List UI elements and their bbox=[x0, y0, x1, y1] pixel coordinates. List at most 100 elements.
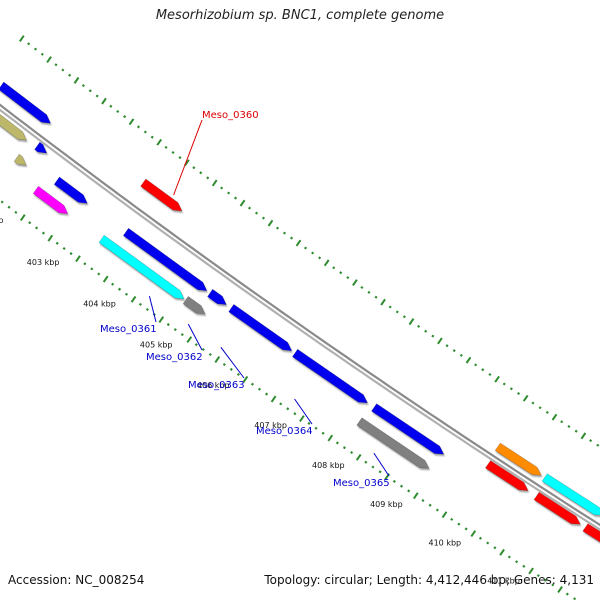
tick-mark bbox=[560, 420, 564, 424]
tick-mark bbox=[95, 94, 99, 98]
tick-mark bbox=[75, 255, 81, 263]
tick-mark bbox=[293, 412, 297, 416]
tick-mark bbox=[367, 290, 371, 294]
gene-arrow bbox=[371, 403, 445, 455]
tick-mark bbox=[417, 324, 421, 328]
tick-mark bbox=[400, 484, 404, 488]
tick-mark bbox=[378, 470, 382, 474]
tick-mark bbox=[275, 226, 280, 230]
tick-mark bbox=[214, 356, 221, 363]
tick-mark bbox=[156, 138, 163, 146]
tick-mark bbox=[164, 145, 168, 149]
tick-mark bbox=[445, 344, 449, 348]
tick-mark bbox=[145, 307, 149, 312]
tick-mark bbox=[515, 560, 519, 564]
tick-mark bbox=[90, 267, 94, 271]
tick-mark bbox=[54, 63, 58, 67]
gene-arrow bbox=[53, 176, 88, 204]
tick-mark bbox=[459, 353, 463, 357]
gene-arrow bbox=[228, 303, 293, 352]
tick-mark bbox=[522, 394, 529, 402]
gene-arrow bbox=[533, 491, 581, 525]
tick-mark bbox=[374, 295, 378, 299]
tick-mark bbox=[499, 548, 505, 556]
tick-mark bbox=[35, 226, 39, 230]
tick-mark bbox=[437, 337, 443, 345]
tick-mark bbox=[192, 166, 196, 170]
tick-mark bbox=[186, 336, 193, 343]
tick-mark bbox=[117, 287, 122, 291]
tick-mark bbox=[239, 199, 246, 207]
tick-mark bbox=[486, 541, 490, 545]
gene-arrow bbox=[13, 153, 27, 166]
tick-mark bbox=[208, 352, 212, 357]
tick-mark bbox=[101, 97, 107, 105]
tick-mark bbox=[517, 391, 521, 396]
tick-label: 404 kbp bbox=[83, 300, 116, 309]
tick-mark bbox=[481, 368, 485, 372]
tick-mark bbox=[412, 492, 419, 500]
gene-arrow bbox=[182, 295, 206, 315]
tick-mark bbox=[257, 387, 262, 391]
tick-mark bbox=[295, 239, 302, 247]
tick-mark bbox=[450, 517, 454, 521]
tick-mark bbox=[265, 392, 269, 396]
tick-mark bbox=[61, 68, 65, 72]
tick-mark bbox=[464, 527, 468, 531]
callout-line bbox=[173, 119, 203, 196]
tick-mark bbox=[19, 214, 26, 221]
tick-mark bbox=[470, 530, 477, 537]
tick-mark bbox=[589, 439, 593, 443]
tick-mark bbox=[371, 465, 375, 469]
backbone-line bbox=[0, 108, 600, 531]
tick-mark bbox=[254, 211, 259, 215]
tick-mark bbox=[69, 252, 73, 256]
tick-mark bbox=[388, 305, 392, 309]
tick-mark bbox=[318, 256, 322, 260]
tick-mark bbox=[128, 118, 135, 126]
tick-mark bbox=[509, 387, 513, 391]
tick-mark bbox=[574, 429, 578, 433]
tick-mark bbox=[236, 372, 240, 376]
tick-mark bbox=[536, 574, 540, 578]
tick-mark bbox=[286, 407, 290, 411]
tick-mark bbox=[62, 246, 66, 251]
gene-arrow bbox=[494, 442, 542, 476]
tick-mark bbox=[474, 363, 478, 367]
tick-mark bbox=[323, 259, 330, 267]
tick-mark bbox=[206, 176, 210, 180]
gene-arrow bbox=[0, 81, 51, 124]
tick-mark bbox=[7, 205, 11, 209]
callout-line bbox=[220, 346, 245, 379]
tick-label: 409 kbp bbox=[370, 500, 403, 509]
tick-mark bbox=[222, 362, 226, 367]
tick-mark bbox=[83, 262, 87, 266]
gene-arrow bbox=[34, 141, 48, 154]
tick-mark bbox=[494, 375, 500, 383]
tick-mark bbox=[116, 109, 120, 114]
tick-mark bbox=[88, 89, 92, 93]
tick-mark bbox=[452, 349, 456, 353]
tick-mark bbox=[250, 382, 254, 386]
tick-mark bbox=[350, 450, 354, 455]
tick-mark bbox=[111, 282, 115, 286]
gene-arrow bbox=[0, 113, 27, 141]
tick-mark bbox=[279, 402, 283, 406]
tick-mark bbox=[380, 298, 386, 306]
gene-arrow bbox=[356, 417, 430, 469]
tick-mark bbox=[136, 125, 140, 129]
tick-mark bbox=[150, 135, 154, 139]
tick-mark bbox=[28, 221, 32, 225]
tick-mark bbox=[0, 200, 4, 204]
tick-label: 405 kbp bbox=[140, 341, 173, 350]
tick-mark bbox=[180, 333, 184, 337]
inner-tick-ring bbox=[0, 200, 577, 600]
tick-mark bbox=[261, 216, 266, 220]
gene-label: Meso_0363 bbox=[188, 380, 245, 391]
gene-label: Meso_0365 bbox=[333, 478, 390, 489]
tick-mark bbox=[421, 498, 425, 503]
tick-mark bbox=[18, 35, 25, 42]
tick-mark bbox=[478, 536, 483, 540]
